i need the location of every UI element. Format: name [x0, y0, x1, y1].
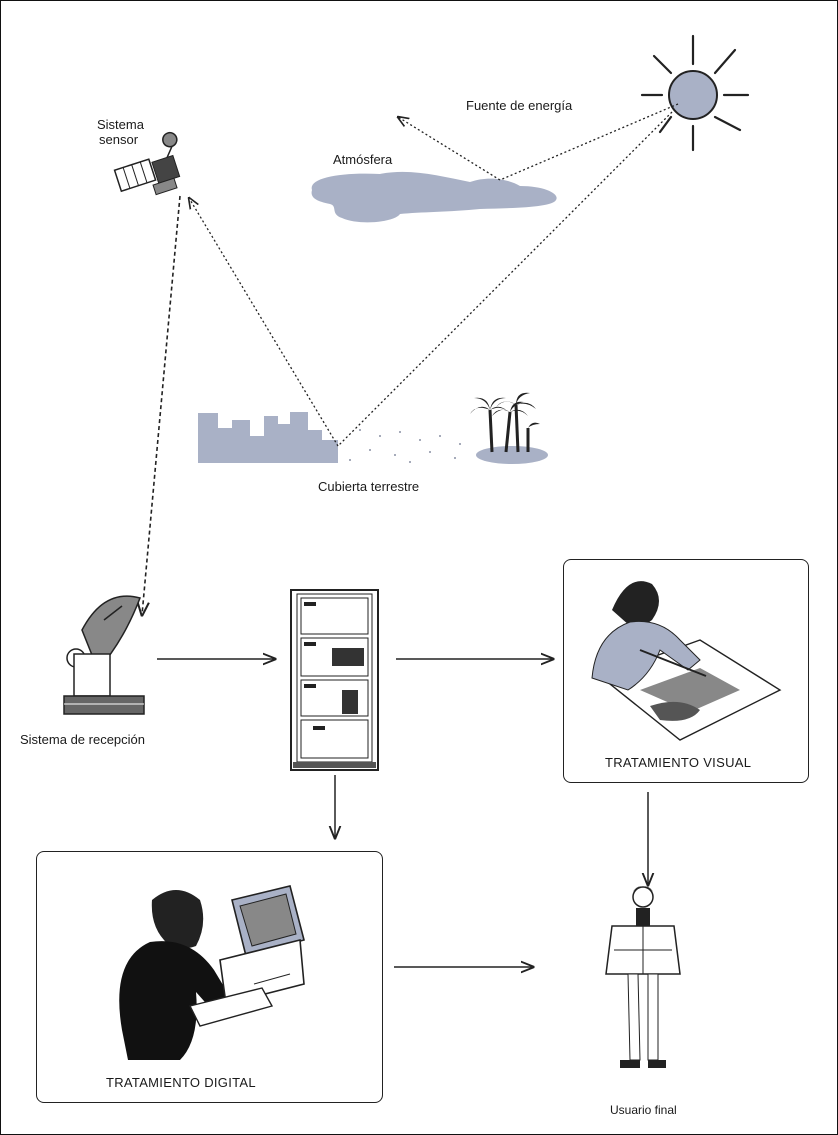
downlink-path — [142, 195, 181, 615]
sun-icon — [640, 34, 750, 152]
atmosphere-cloud-icon — [311, 171, 557, 223]
reception-antenna-icon — [63, 595, 145, 715]
digital-treatment-title: TRATAMIENTO DIGITAL — [106, 1075, 256, 1090]
digital-analyst-icon — [119, 885, 305, 1060]
atmosphere-label: Atmósfera — [333, 152, 393, 167]
city-skyline-icon — [198, 412, 338, 463]
energy-source-label: Fuente de energía — [466, 98, 573, 113]
end-user-icon — [605, 886, 681, 1068]
radiation-paths — [189, 103, 679, 447]
sensor-label-line2: sensor — [99, 132, 139, 147]
satellite-icon — [113, 131, 181, 196]
visual-treatment-title: TRATAMIENTO VISUAL — [605, 755, 752, 770]
processing-rack-icon — [290, 589, 379, 771]
terrain-dots — [349, 429, 461, 463]
palm-island-icon — [470, 392, 548, 464]
land-cover-label: Cubierta terrestre — [318, 479, 420, 494]
reception-label: Sistema de recepción — [20, 732, 146, 747]
end-user-label: Usuario final — [610, 1103, 677, 1117]
sensor-label-line1: Sistema — [97, 117, 144, 132]
flow-arrows — [157, 659, 648, 967]
visual-analyst-icon — [591, 581, 782, 741]
